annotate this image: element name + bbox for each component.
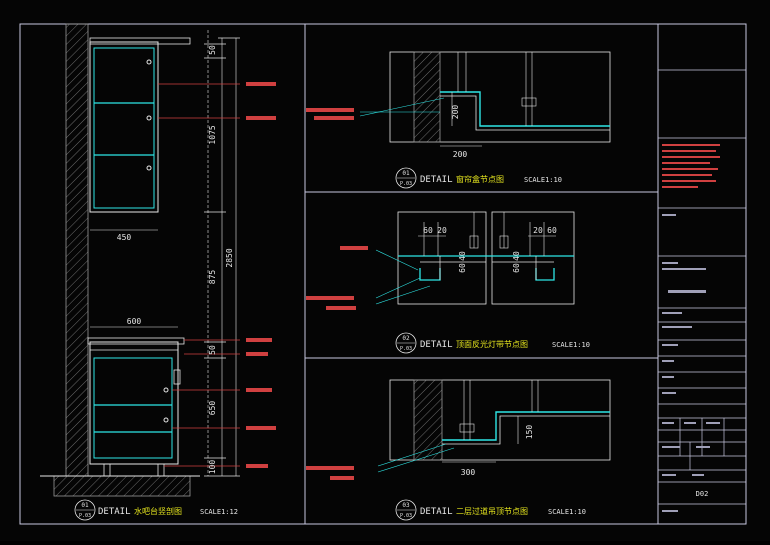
detail1-frame (389, 51, 611, 143)
wall-hatch (65, 23, 89, 477)
left-callout-labels (246, 82, 276, 468)
bar-counter-section (40, 23, 276, 497)
corridor-ceiling-detail (306, 379, 611, 480)
cove-light-detail (306, 211, 575, 310)
floor-hatch (53, 475, 191, 497)
upper-cabinet (89, 41, 159, 213)
sheet-border (19, 23, 747, 525)
title-block (658, 69, 746, 512)
curtain-box-detail (306, 51, 611, 147)
lower-cabinet (89, 341, 179, 465)
